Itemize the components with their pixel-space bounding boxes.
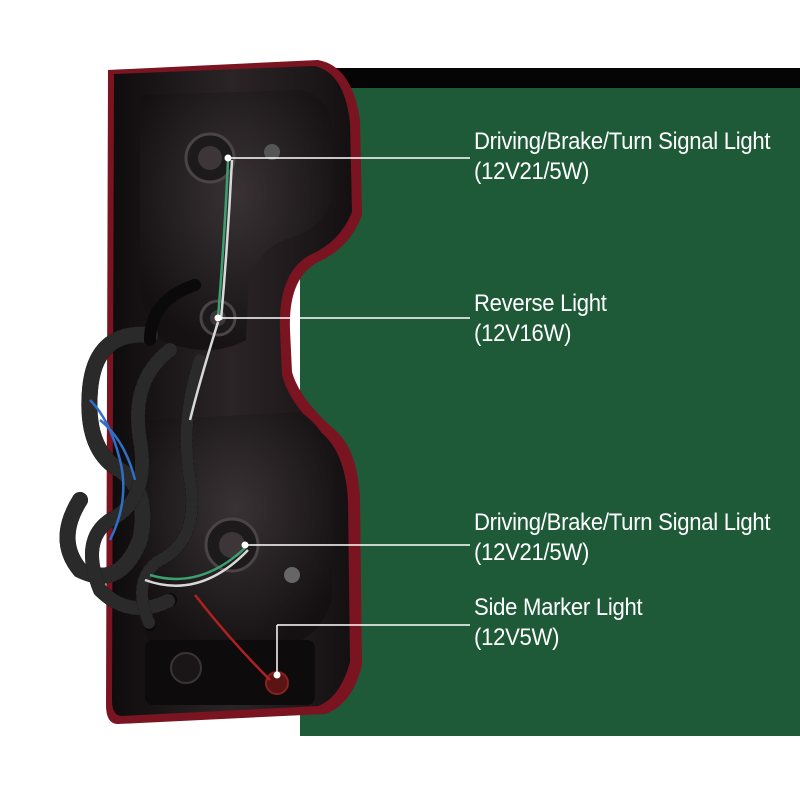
callout-spec: (12V5W) [474,624,560,651]
bottom-cavity [145,640,315,705]
callout-spec: (12V21/5W) [474,539,590,566]
callout-title: Side Marker Light [474,594,643,621]
mount-stud-upper [264,144,280,160]
panel-top-bar [300,68,800,88]
callout-label-brake-turn-upper: Driving/Brake/Turn Signal Light (12V21/5… [474,127,770,187]
callout-spec: (12V16W) [474,320,572,347]
callout-label-reverse: Reverse Light (12V16W) [474,289,607,349]
mount-stud-lower [284,567,300,583]
callout-title: Driving/Brake/Turn Signal Light [474,128,771,155]
mount-hole-bottom [170,652,202,684]
callout-spec: (12V21/5W) [474,158,590,185]
socket-upper [184,132,236,184]
socket-lower [204,517,260,573]
wiring-harness [59,279,206,631]
callout-title: Reverse Light [474,290,607,317]
callout-lines [214,154,470,679]
wires [89,159,271,681]
callout-label-brake-turn-lower: Driving/Brake/Turn Signal Light (12V21/5… [474,508,770,568]
callout-title: Driving/Brake/Turn Signal Light [474,509,771,536]
green-background-panel [300,88,800,736]
callout-label-side-marker: Side Marker Light (12V5W) [474,593,643,653]
upper-cavity [140,90,332,350]
